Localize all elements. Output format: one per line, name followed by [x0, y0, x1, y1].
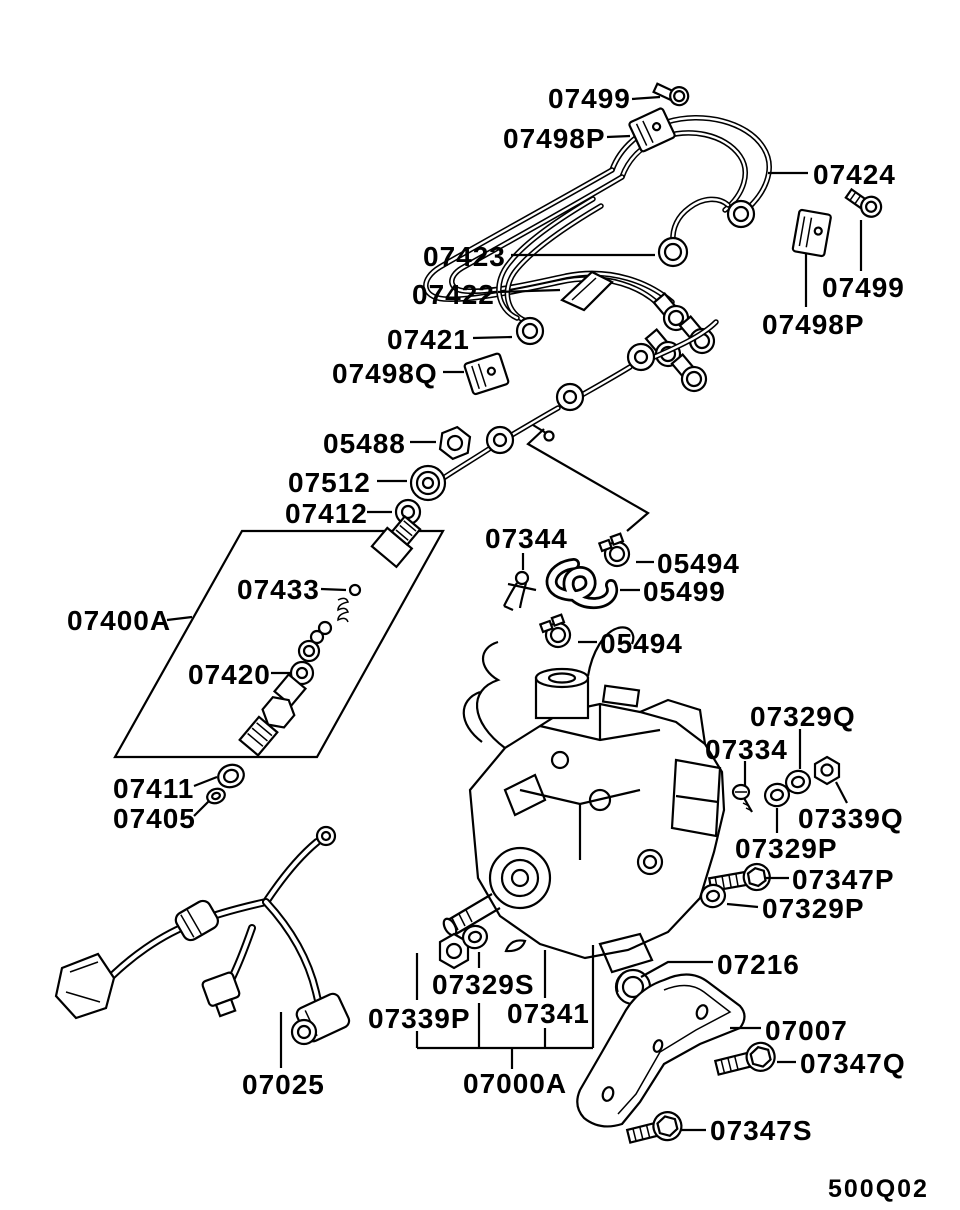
hose-05499	[552, 564, 613, 603]
nut-07339Q	[813, 755, 841, 786]
injection-pump	[442, 626, 726, 974]
label-07344: 07344	[485, 523, 568, 554]
label-07329P-upper: 07329P	[735, 833, 838, 864]
pipe-union-cluster	[644, 292, 716, 393]
hose-clamp-05494-upper	[597, 532, 631, 568]
bolt-07499-right	[844, 187, 883, 218]
label-07329S: 07329S	[432, 969, 535, 1000]
label-07025: 07025	[242, 1069, 325, 1100]
bolt-07347S	[625, 1111, 683, 1144]
washer-07329P-lower	[699, 883, 727, 909]
hose-clamp-05494-lower	[538, 613, 572, 649]
label-07422: 07422	[412, 279, 495, 310]
injector-kit-07400A	[113, 514, 445, 759]
label-07329Q: 07329Q	[750, 701, 856, 732]
label-07512: 07512	[288, 467, 371, 498]
key-07341	[504, 939, 527, 953]
label-07347Q: 07347Q	[800, 1048, 906, 1079]
washer-07329S	[461, 924, 489, 950]
ring-07411	[217, 763, 245, 789]
label-07216: 07216	[717, 949, 800, 980]
label-07007: 07007	[765, 1015, 848, 1046]
label-07412: 07412	[285, 498, 368, 529]
clip-07498P-top	[628, 107, 676, 153]
label-07498P-top: 07498P	[503, 123, 606, 154]
leader-lines	[166, 95, 863, 1132]
label-07347S: 07347S	[710, 1115, 813, 1146]
label-07329P-lower: 07329P	[762, 893, 865, 924]
pipe-bracket-07422	[560, 270, 614, 312]
label-07433: 07433	[237, 574, 320, 605]
label-07334: 07334	[705, 734, 788, 765]
label-07424: 07424	[813, 159, 896, 190]
clip-pin-07344	[503, 570, 537, 612]
wiring-harness-07025	[54, 825, 351, 1046]
label-07400A: 07400A	[67, 605, 171, 636]
nut-05488	[438, 425, 472, 461]
label-07339P: 07339P	[368, 1003, 471, 1034]
injection-pipe-assembly	[426, 118, 769, 393]
label-07405: 07405	[113, 803, 196, 834]
label-05494-lower: 05494	[600, 628, 683, 659]
bracket-07007	[576, 973, 746, 1128]
grommet-07512	[409, 464, 447, 502]
fuel-return-line	[442, 322, 716, 479]
label-05499: 05499	[643, 576, 726, 607]
label-07423: 07423	[423, 241, 506, 272]
pipe-union-07423	[657, 236, 689, 268]
bolt-07347Q	[713, 1041, 776, 1076]
clip-07498P-right	[791, 208, 832, 258]
label-05488: 05488	[323, 428, 406, 459]
label-07420: 07420	[188, 659, 271, 690]
pipe-union-07424	[726, 199, 756, 229]
bolt-07499-top	[652, 82, 690, 107]
label-07498Q: 07498Q	[332, 358, 438, 389]
part-labels: 07499 07498P 07424 07423 07422 07421 074…	[67, 83, 929, 1203]
label-07000A: 07000A	[463, 1068, 567, 1099]
label-05494-upper: 05494	[657, 548, 740, 579]
screw-07334	[731, 783, 753, 813]
ring-07405	[206, 787, 226, 805]
washer-07329P-upper	[763, 782, 791, 808]
pipe-union-07421	[515, 316, 545, 346]
label-07499-right: 07499	[822, 272, 905, 303]
page-code: 500Q02	[828, 1175, 929, 1203]
label-07421: 07421	[387, 324, 470, 355]
label-07347P: 07347P	[792, 864, 895, 895]
label-07411: 07411	[113, 773, 194, 804]
label-07339Q: 07339Q	[798, 803, 904, 834]
label-07341: 07341	[507, 998, 590, 1029]
label-07498P-right: 07498P	[762, 309, 865, 340]
clip-07498Q	[463, 352, 510, 396]
washer-07329Q	[784, 769, 812, 795]
label-07499-top: 07499	[548, 83, 631, 114]
